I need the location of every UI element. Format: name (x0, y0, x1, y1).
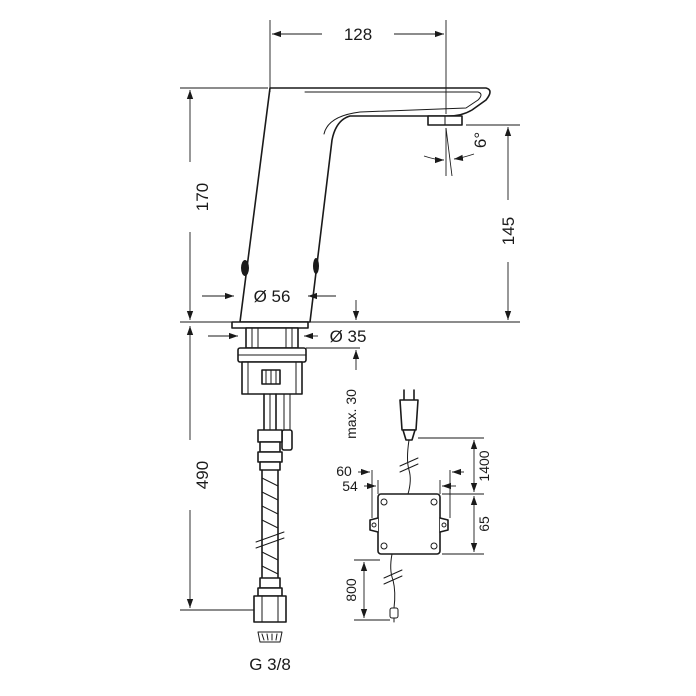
dim-1400: 1400 (476, 450, 492, 481)
dim-max-30: max. 30 (343, 389, 359, 439)
dimension-labels: 128 170 145 490 6° Ø 56 Ø 35 max. 30 G 3… (193, 25, 518, 674)
break-mark (255, 531, 285, 549)
dim-diameter-56: Ø 56 (254, 287, 291, 306)
supply-hose (253, 393, 293, 643)
faucet-body (231, 87, 491, 329)
dim-diameter-35: Ø 35 (330, 327, 367, 346)
thread-label: G 3/8 (249, 655, 291, 674)
dim-170: 170 (193, 183, 212, 211)
dim-60: 60 (336, 463, 352, 479)
dim-6-degree: 6° (471, 132, 490, 148)
strainer (257, 631, 283, 643)
dim-800: 800 (343, 578, 359, 602)
mounting-assembly (237, 327, 307, 395)
dim-65: 65 (476, 516, 492, 532)
dim-490: 490 (193, 461, 212, 489)
dim-54: 54 (342, 478, 358, 494)
dim-145: 145 (499, 217, 518, 245)
dim-128: 128 (344, 25, 372, 44)
control-box-detail: 1400 65 60 54 800 (336, 389, 492, 623)
power-plug (399, 389, 419, 441)
dimension-lines (186, 30, 512, 608)
connection-nut (253, 595, 287, 623)
sensor-window (241, 260, 249, 276)
extension-lines (180, 20, 520, 611)
